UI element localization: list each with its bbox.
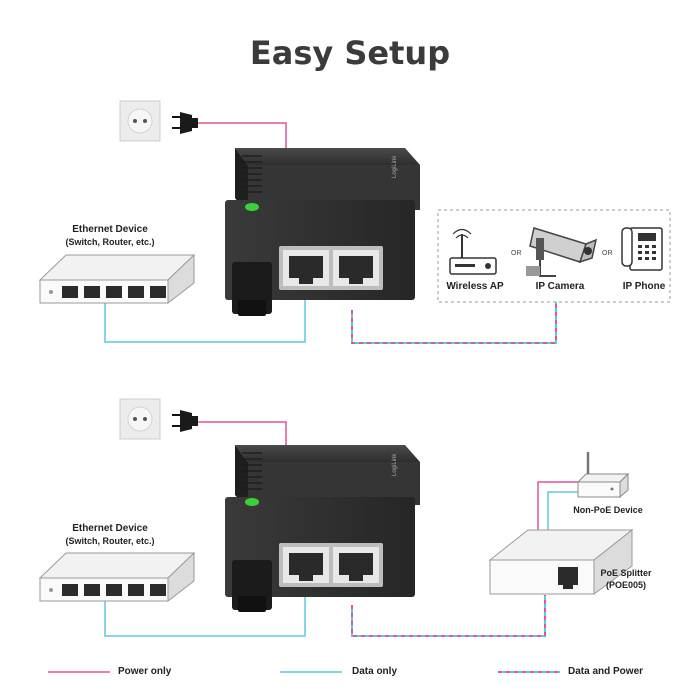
ethernet-device-label-top: Ethernet Device (Switch, Router, etc.): [50, 224, 170, 248]
poe-splitter-label-line1: PoE Splitter: [600, 568, 652, 578]
legend-data-only: Data only: [352, 666, 398, 677]
ethernet-switch-icon: [38, 551, 196, 603]
non-poe-device-icon: [576, 452, 630, 499]
ip-phone-label: IP Phone: [622, 281, 666, 292]
ethernet-switch-icon: [38, 253, 196, 305]
rj45-ports-top: [279, 246, 383, 290]
data-power-cable-bottom: [351, 595, 546, 637]
power-led-top: [245, 203, 259, 211]
wall-socket-icon: [119, 398, 161, 440]
brand-logo-top: LogiLink: [392, 155, 398, 178]
power-cable-bottom: [198, 421, 287, 448]
wireless-ap-label: Wireless AP: [446, 281, 504, 292]
or-label-1: OR: [511, 250, 522, 257]
power-plug-icon: [172, 410, 198, 432]
non-poe-device-label: Non-PoE Device: [573, 505, 643, 515]
ip-phone-icon: [621, 227, 663, 271]
ip-camera-label: IP Camera: [535, 281, 585, 292]
ethernet-device-label-line1: Ethernet Device: [72, 224, 148, 235]
power-plug-icon: [172, 112, 198, 134]
poe-injector-bottom: [225, 445, 420, 612]
splitter-output-cables: [537, 481, 582, 532]
poe-splitter-label: PoE Splitter (POE005): [596, 567, 656, 591]
poe-injector-top: [225, 148, 420, 316]
poe-splitter-icon: [488, 528, 634, 595]
power-led-bottom: [245, 498, 259, 506]
poe-splitter-label-line2: (POE005): [605, 580, 647, 590]
ip-camera-icon: [526, 227, 598, 277]
wall-socket-icon: [119, 100, 161, 142]
page-title: Easy Setup: [249, 34, 451, 72]
data-power-cable-top: [351, 302, 557, 344]
wireless-ap-icon: [449, 228, 497, 275]
rj45-ports-bottom: [279, 543, 383, 587]
ethernet-device-label-line2: (Switch, Router, etc.): [65, 536, 155, 546]
or-label-2: OR: [602, 250, 613, 257]
brand-logo-bottom: LogiLink: [392, 453, 398, 476]
power-cable-top: [198, 122, 287, 148]
ethernet-device-label-line1: Ethernet Device: [72, 523, 148, 534]
ethernet-device-label-line2: (Switch, Router, etc.): [65, 237, 155, 247]
data-cable-bottom: [104, 585, 306, 637]
legend-power-only: Power only: [118, 666, 172, 677]
legend-data-and-power: Data and Power: [568, 666, 644, 677]
data-cable-top: [104, 290, 306, 343]
ethernet-device-label-bottom: Ethernet Device (Switch, Router, etc.): [50, 523, 170, 547]
